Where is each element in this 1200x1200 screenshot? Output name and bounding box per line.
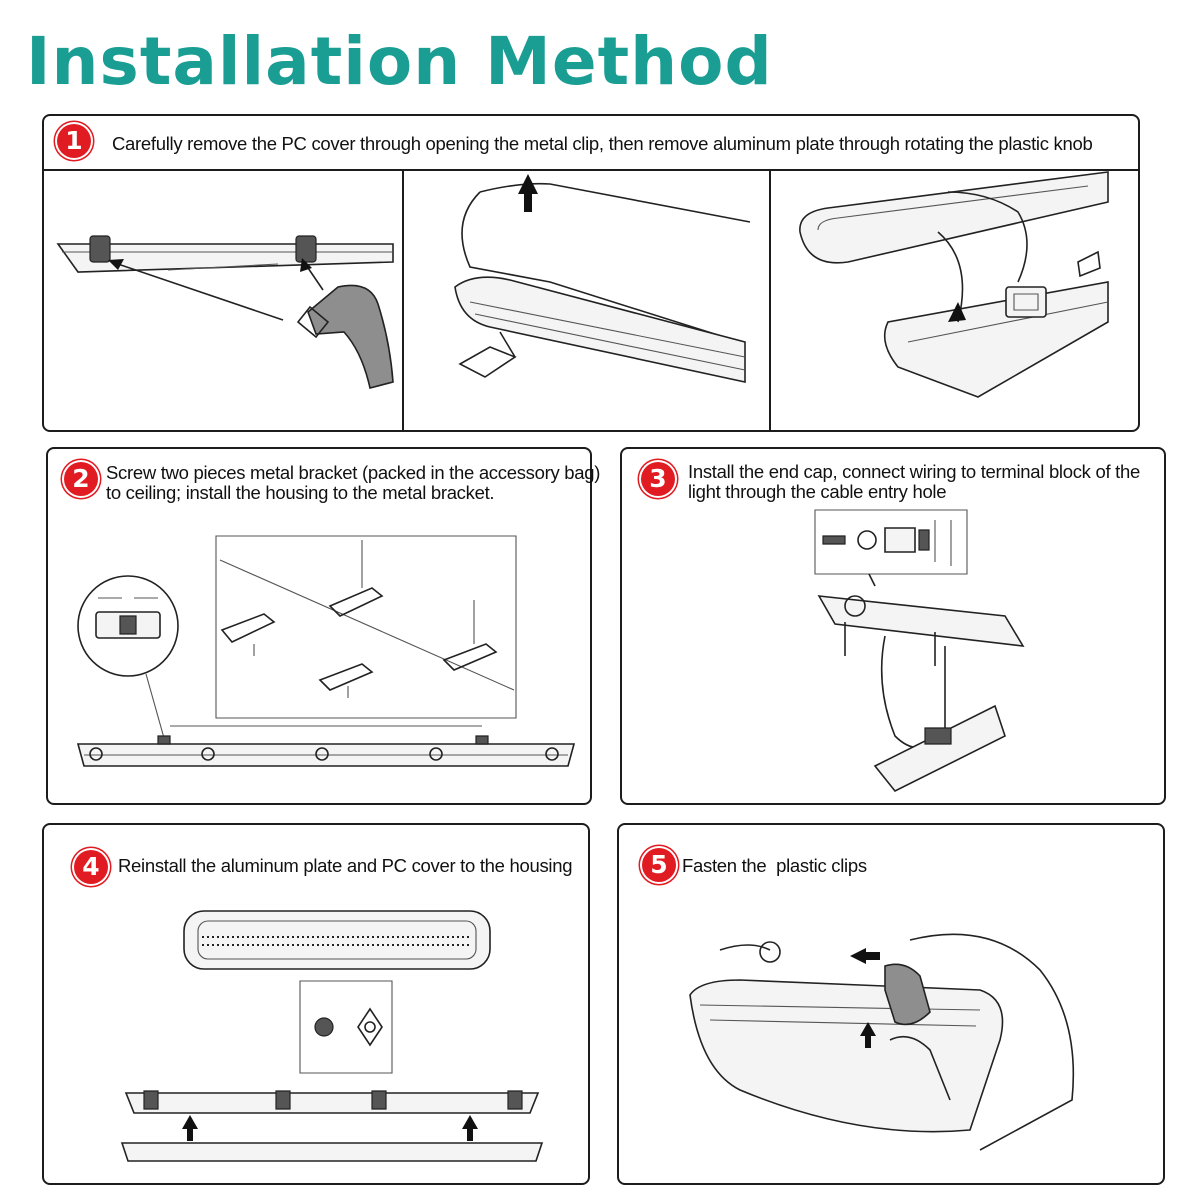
step-2-bracket-illustration: [52, 530, 588, 798]
page-title: Installation Method: [26, 22, 773, 102]
step-5-clip-fasten-illustration: [680, 910, 1100, 1170]
step-3-caption-line1: Install the end cap, connect wiring to t…: [688, 462, 1140, 482]
step-1-divider-a: [402, 169, 404, 430]
step-3-caption-line2: light through the cable entry hole: [688, 482, 946, 502]
step-5-badge: 5: [642, 848, 676, 882]
step-2-badge: 2: [64, 462, 98, 496]
step-1-header-divider: [44, 169, 1138, 171]
step-1-divider-b: [769, 169, 771, 430]
step-3-wiring-illustration: [805, 506, 1030, 796]
step-4-badge: 4: [74, 850, 108, 884]
step-2-caption-line2: to ceiling; install the housing to the m…: [106, 483, 494, 503]
step-1-knob-illustration: [778, 172, 1134, 427]
step-1-cover-illustration: [410, 172, 765, 427]
step-3-badge: 3: [641, 462, 675, 496]
step-1-badge: 1: [57, 124, 91, 158]
step-4-reinstall-illustration: [118, 905, 548, 1170]
step-1-caption: Carefully remove the PC cover through op…: [112, 134, 1132, 154]
step-4-caption: Reinstall the aluminum plate and PC cove…: [118, 856, 572, 876]
step-5-caption: Fasten the plastic clips: [682, 856, 867, 876]
step-2-caption-line1: Screw two pieces metal bracket (packed i…: [106, 463, 600, 483]
step-1-clip-illustration: [48, 172, 398, 427]
